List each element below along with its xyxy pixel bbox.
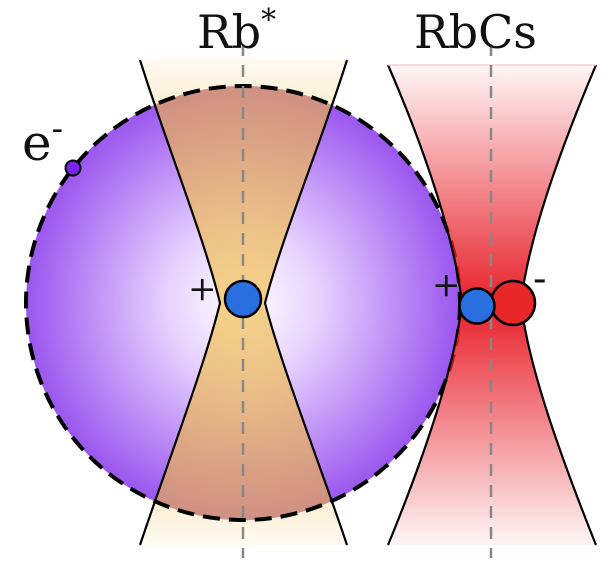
rb-tweezer-left-edge: [138, 59, 222, 546]
label-plus-rbcs: +: [432, 265, 461, 305]
rb-ion-core: [223, 279, 263, 319]
label-plus-rb: +: [188, 269, 217, 309]
label-electron: e-: [22, 109, 63, 172]
label-rb-excited: Rb*: [197, 3, 276, 59]
cs-atom: [489, 279, 537, 327]
electron-dot: [64, 159, 82, 177]
label-rbcs: RbCs: [414, 5, 537, 59]
label-minus-rbcs: -: [533, 256, 547, 302]
rb-tweezer-right-edge: [263, 59, 349, 546]
rb-atom-in-molecule: [458, 287, 496, 325]
